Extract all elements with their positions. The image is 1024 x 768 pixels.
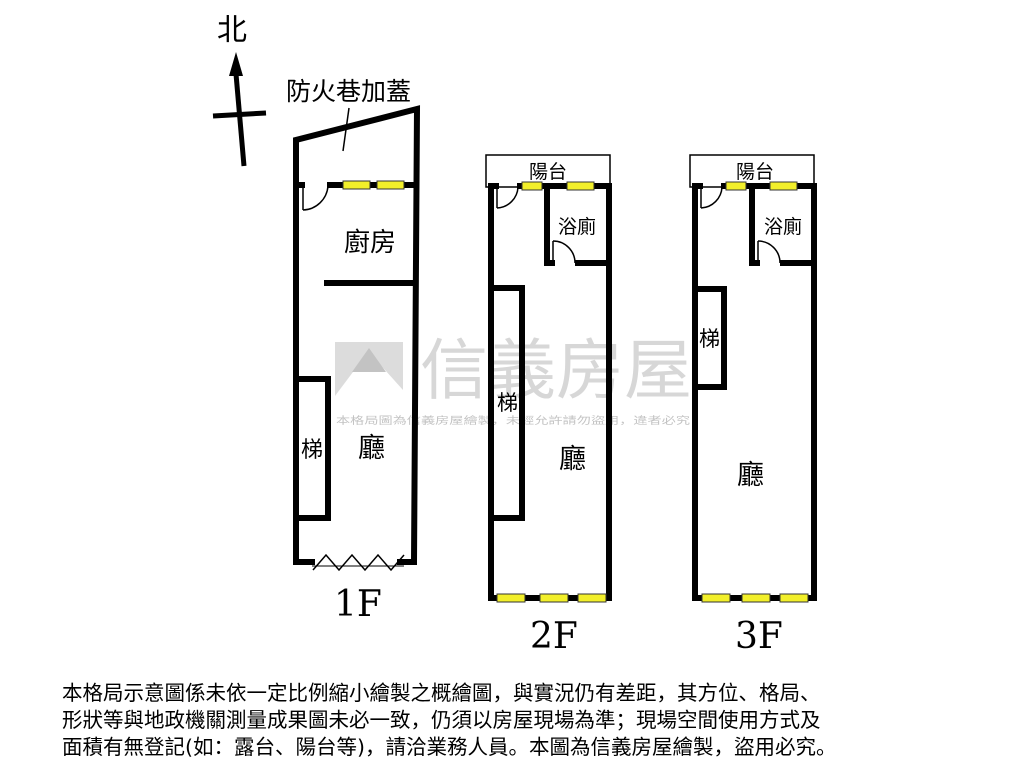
- 2f-bath-door-icon: [552, 240, 576, 264]
- 2f-hall-label: 廳: [559, 444, 586, 475]
- 3f-window-icon: [725, 181, 798, 191]
- north-compass: 北: [212, 13, 267, 167]
- 1f-floor-label: 1F: [334, 584, 382, 625]
- 2f-bathroom-label: 浴廁: [558, 215, 596, 238]
- 1f-kitchen-label: 廚房: [344, 228, 396, 258]
- 3f-bathroom-label: 浴廁: [764, 215, 802, 238]
- 2f-stairs-box: [488, 285, 525, 521]
- floor-3f: 陽台 浴廁 梯 廳 3F: [689, 154, 817, 657]
- 3f-stairs-label: 梯: [699, 327, 720, 351]
- north-arrow-icon: [229, 52, 243, 76]
- 1f-door-icon: [302, 185, 329, 211]
- disclaimer-line-3: 面積有無登記(如：露台、陽台等)，請洽業務人員。本圖為信義房屋繪製，盜用必究。: [62, 735, 837, 759]
- 2f-stairs-label: 梯: [497, 391, 518, 415]
- 3f-floor-label: 3F: [735, 616, 783, 657]
- fire-lane-label: 防火巷加蓋: [286, 77, 411, 106]
- watermark-brand: 信義房屋: [420, 332, 692, 409]
- brand-logo: [335, 342, 403, 398]
- disclaimer-text: 本格局示意圖係未依一定比例縮小繪製之概繪圖，與實況仍有差距，其方位、格局、 形狀…: [62, 680, 992, 761]
- 2f-bottom-window-icon: [496, 593, 607, 603]
- 1f-hall-label: 廳: [358, 433, 385, 464]
- north-label: 北: [217, 13, 247, 48]
- 3f-balcony-label: 陽台: [736, 161, 774, 183]
- floor-2f: 陽台 浴廁 梯 廳 2F: [485, 154, 612, 657]
- 1f-stairs-box: [293, 376, 331, 521]
- 1f-window-icon: [342, 180, 405, 190]
- 3f-stairs-box: [692, 286, 727, 390]
- 3f-hall-label: 廳: [737, 460, 764, 491]
- 2f-balcony-label: 陽台: [529, 161, 567, 183]
- watermark: 信義房屋 本格局圖為信義房屋繪製，未經允許請勿盜用，違者必究: [335, 332, 692, 427]
- 3f-bath-door-icon: [757, 240, 781, 264]
- 2f-door-icon: [496, 186, 519, 209]
- watermark-notice: 本格局圖為信義房屋繪製，未經允許請勿盜用，違者必究: [336, 414, 690, 427]
- 1f-stairs-label: 梯: [301, 438, 323, 463]
- 2f-floor-label: 2F: [530, 616, 578, 657]
- 2f-window-icon: [521, 181, 595, 191]
- 3f-bottom-window-icon: [701, 593, 809, 603]
- floor-1f: 廚房 梯 廳 1F: [293, 105, 421, 625]
- disclaimer-line-1: 本格局示意圖係未依一定比例縮小繪製之概繪圖，與實況仍有差距，其方位、格局、: [62, 681, 821, 705]
- disclaimer-line-2: 形狀等與地政機關測量成果圖未必一致，仍須以房屋現場為準；現場空間使用方式及: [62, 708, 821, 732]
- 3f-door-icon: [700, 186, 723, 209]
- 1f-folding-door-icon: [312, 553, 405, 572]
